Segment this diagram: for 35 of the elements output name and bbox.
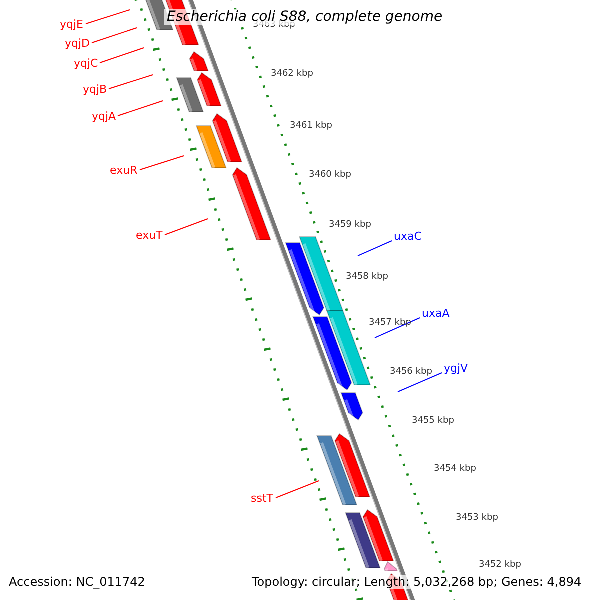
gene-label: yqjA — [92, 110, 116, 122]
scale-label: 3453 kbp — [456, 514, 498, 523]
leader-line — [92, 28, 138, 44]
leader-line — [374, 318, 420, 338]
gene-label: yqjB — [83, 84, 108, 94]
scale-label: 3460 kbp — [309, 171, 352, 180]
gene-label: yqjE — [60, 18, 84, 30]
scale-label: 3456 kbp — [390, 368, 432, 377]
gene-label: exuR — [110, 164, 138, 176]
leader-line — [100, 48, 144, 64]
scale-label: 3461 kbp — [290, 122, 332, 131]
gene-label: sstT — [251, 492, 274, 504]
scale-label: 3457 kbp — [369, 319, 412, 328]
leader-line — [86, 10, 130, 24]
leader-line — [108, 74, 154, 90]
gene-label: exuT — [136, 230, 163, 240]
scale-label: 3455 kbp — [412, 417, 454, 426]
gene-label: uxaA — [422, 308, 450, 319]
scale-label: 3459 kbp — [329, 221, 372, 230]
scale-label: 3452 kbp — [479, 561, 522, 570]
scale-label: 3458 kbp — [346, 273, 388, 282]
leader-line — [118, 100, 164, 116]
genome-info-note: Topology: circular; Length: 5,032,268 bp; Genes: 4,894 — [250, 575, 584, 589]
accession-note: Accession: NC_011742 — [7, 575, 148, 589]
leader-line — [358, 240, 392, 256]
scale-label: 3454 kbp — [434, 465, 476, 474]
leader-line — [164, 218, 208, 236]
leader-line — [140, 156, 184, 170]
gene-label: uxaC — [394, 231, 422, 242]
gene-label: yqjC — [74, 58, 98, 68]
leader-line — [398, 372, 442, 392]
scale-label: 3462 kbp — [271, 70, 314, 79]
gene-label: ygjV — [444, 363, 468, 374]
gene-label: yqjD — [65, 38, 90, 48]
leader-line — [276, 480, 320, 498]
